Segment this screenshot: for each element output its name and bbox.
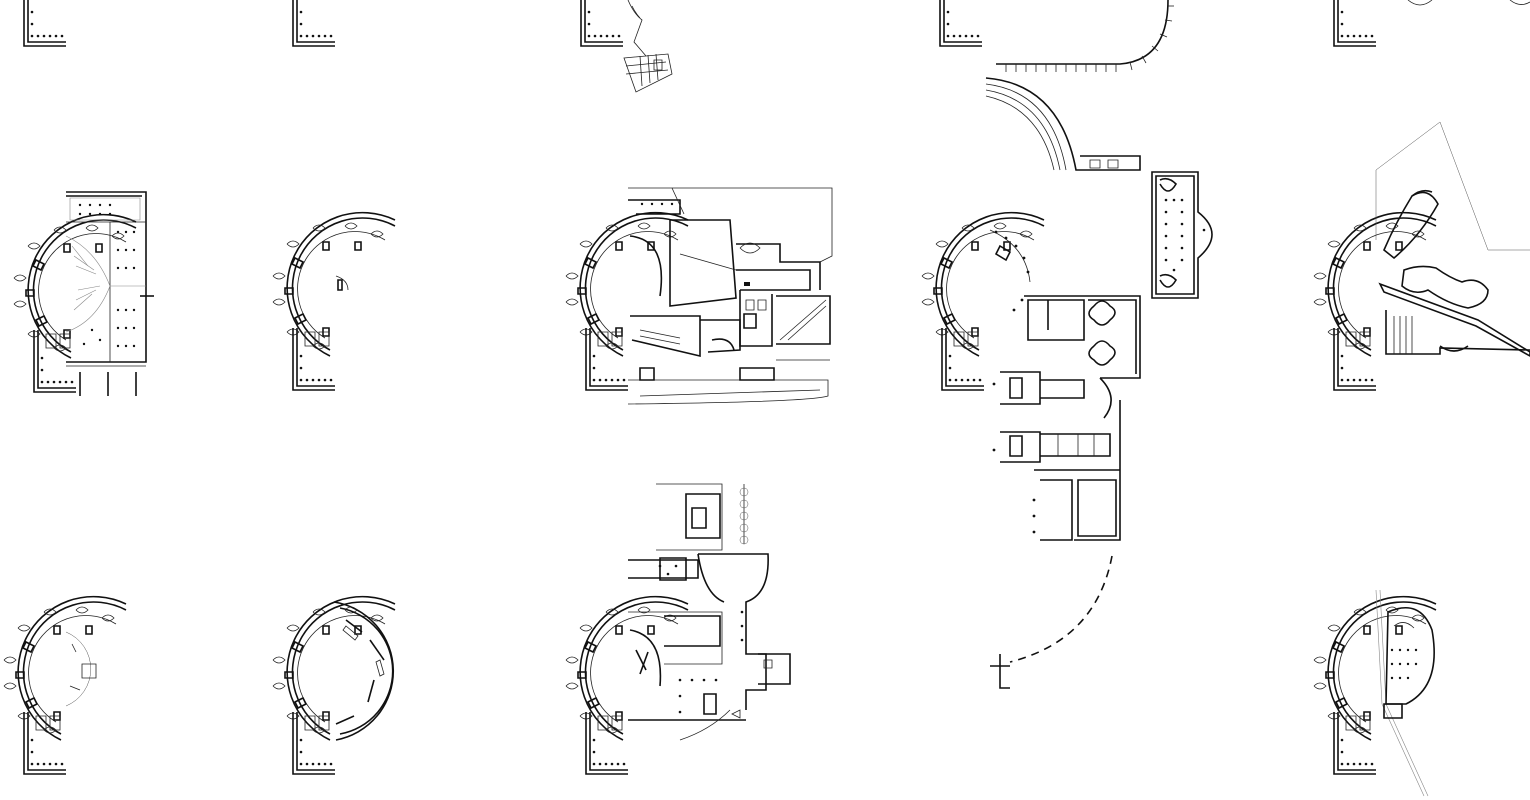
panel-top-1	[23, 0, 67, 47]
panel-bot-1	[3, 595, 127, 775]
panel-top-4	[939, 0, 1174, 171]
panel-bot-2	[272, 595, 396, 775]
panel-top-2	[292, 0, 336, 47]
panel-mid-2	[272, 211, 396, 391]
panel-bot-3	[565, 483, 791, 775]
panel-top-5	[1333, 0, 1530, 47]
panel-top-3	[580, 0, 673, 93]
panel-mid-3	[565, 187, 833, 405]
panel-mid-1	[13, 191, 154, 396]
panel-mid-5	[1313, 121, 1530, 391]
panel-bot-5	[1313, 589, 1437, 797]
panel-mid-4	[921, 171, 1213, 689]
